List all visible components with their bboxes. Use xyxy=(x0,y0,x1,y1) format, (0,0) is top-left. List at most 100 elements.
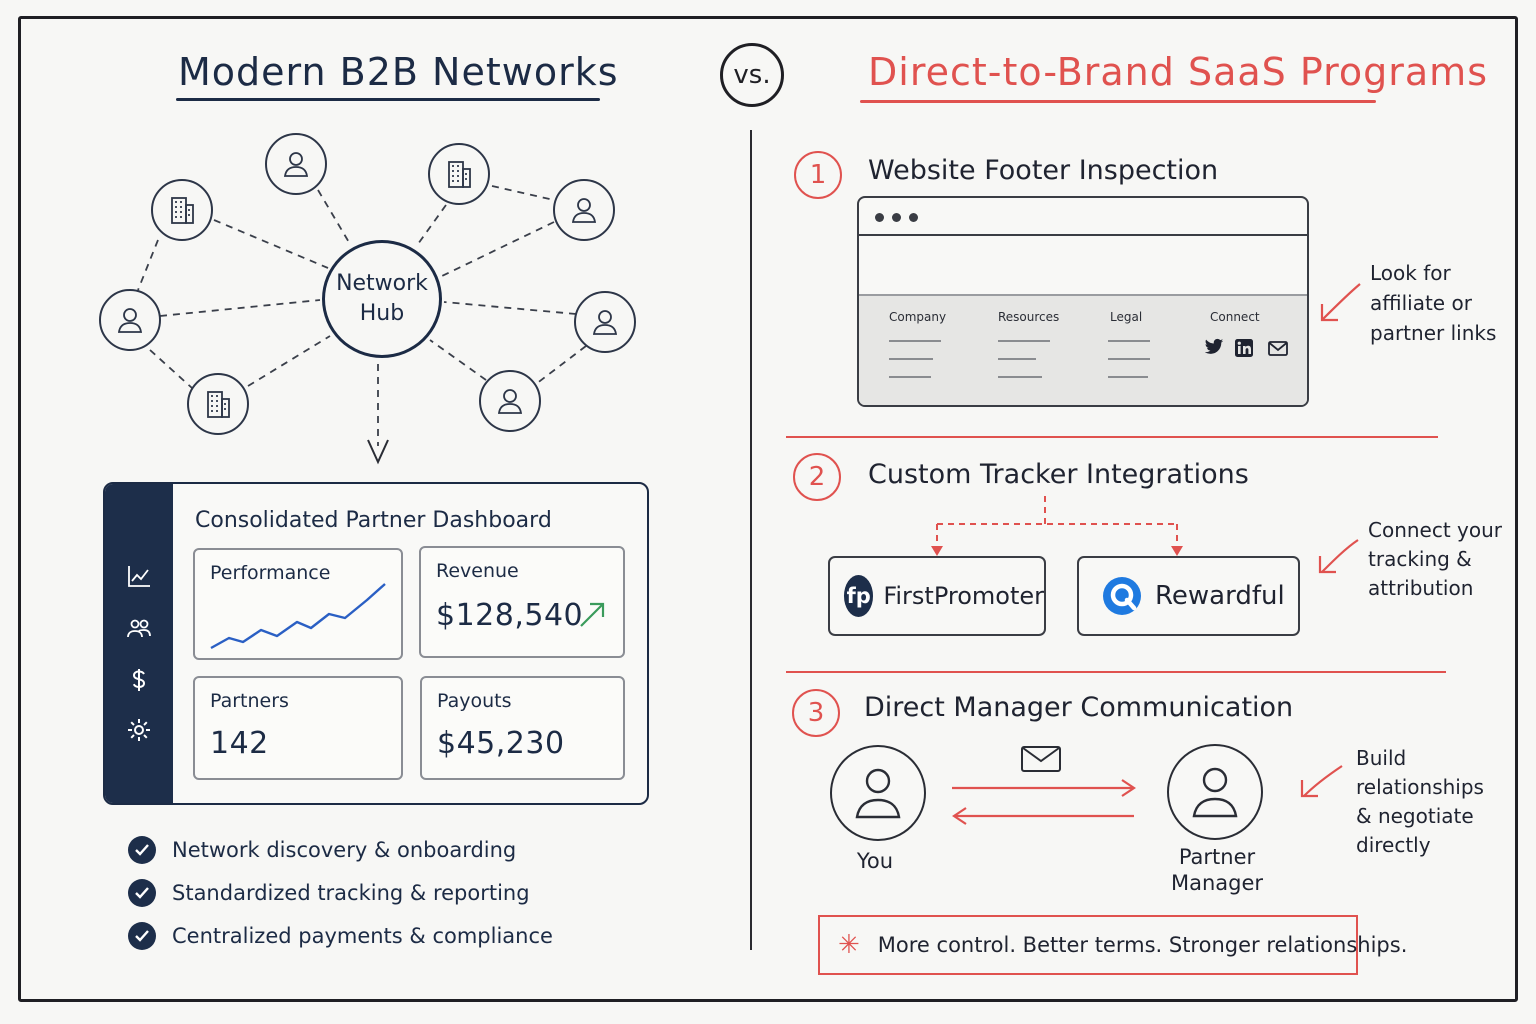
performance-label: Performance xyxy=(210,562,331,584)
checklist-text: Standardized tracking & reporting xyxy=(172,881,530,905)
firstpromoter-card[interactable]: fp FirstPromoter xyxy=(828,556,1046,636)
communication-arrows xyxy=(952,779,1136,825)
footer-col-resources[interactable]: Resources xyxy=(998,310,1060,324)
callout-text: More control. Better terms. Stronger rel… xyxy=(877,933,1408,957)
person-icon xyxy=(497,389,523,414)
partner-manager-label: Partner Manager xyxy=(1150,844,1284,897)
browser-toolbar-line xyxy=(859,234,1307,236)
section-divider xyxy=(786,436,1438,438)
footer-link-line xyxy=(998,358,1036,360)
revenue-card[interactable]: Revenue $128,540 xyxy=(419,546,625,658)
checklist-text: Network discovery & onboarding xyxy=(172,838,517,862)
rewardful-card[interactable]: Rewardful xyxy=(1077,556,1300,636)
building-icon xyxy=(448,161,471,188)
step-2-number: 2 xyxy=(793,453,841,501)
connector-line xyxy=(149,349,193,389)
window-dot xyxy=(909,213,918,222)
note-line: relationships xyxy=(1356,775,1484,799)
network-node-building xyxy=(428,143,490,205)
footer-col-legal[interactable]: Legal xyxy=(1110,310,1143,324)
footer-col-company[interactable]: Company xyxy=(889,310,947,324)
revenue-label: Revenue xyxy=(436,560,519,582)
connector-line xyxy=(417,204,447,245)
browser-mockup: Company Resources Legal Connect xyxy=(857,196,1309,407)
note-line: directly xyxy=(1356,833,1431,857)
building-icon xyxy=(171,197,194,224)
person-icon xyxy=(1192,767,1238,818)
network-node-person xyxy=(265,133,327,195)
dashboard-title: Consolidated Partner Dashboard xyxy=(195,508,552,533)
payouts-card[interactable]: Payouts $45,230 xyxy=(420,676,625,780)
dollar-icon[interactable] xyxy=(125,666,153,694)
note-line: attribution xyxy=(1368,576,1474,600)
connector-line xyxy=(213,219,329,269)
chart-icon[interactable] xyxy=(125,562,153,590)
partners-card[interactable]: Partners 142 xyxy=(193,676,403,780)
step-3-title: Direct Manager Communication xyxy=(864,692,1294,723)
connector-line xyxy=(535,345,587,385)
network-node-person xyxy=(479,370,541,432)
twitter-icon[interactable] xyxy=(1204,338,1224,356)
partners-value: 142 xyxy=(210,726,269,761)
checklist-item: Standardized tracking & reporting xyxy=(128,879,530,907)
dashboard-sidebar xyxy=(105,484,173,803)
footer-col-connect[interactable]: Connect xyxy=(1210,310,1260,324)
network-node-person xyxy=(553,179,615,241)
rewardful-label: Rewardful xyxy=(1155,581,1285,611)
website-footer: Company Resources Legal Connect xyxy=(859,294,1307,405)
check-icon xyxy=(128,836,156,864)
performance-card[interactable]: Performance xyxy=(193,548,403,660)
revenue-value: $128,540 xyxy=(436,598,584,633)
envelope-icon xyxy=(1021,746,1061,772)
note-line: Look for xyxy=(1370,261,1451,285)
person-icon xyxy=(592,310,618,335)
footer-link-line xyxy=(1108,376,1148,378)
note-line: Build xyxy=(1356,746,1407,770)
linkedin-icon[interactable] xyxy=(1235,339,1253,357)
checklist-item: Network discovery & onboarding xyxy=(128,836,516,864)
center-divider xyxy=(750,130,752,950)
check-icon xyxy=(128,879,156,907)
note-line: partner links xyxy=(1370,321,1497,345)
footer-link-line xyxy=(1108,358,1150,360)
check-icon xyxy=(128,922,156,950)
section-divider xyxy=(786,671,1446,673)
building-icon xyxy=(207,391,230,418)
footer-link-line xyxy=(889,376,931,378)
users-icon[interactable] xyxy=(125,614,153,642)
step-1-note: Look for affiliate or partner links xyxy=(1370,258,1496,348)
network-node-building xyxy=(151,179,213,241)
step-1-title: Website Footer Inspection xyxy=(868,155,1219,186)
left-title: Modern B2B Networks xyxy=(178,50,619,94)
window-dot xyxy=(875,213,884,222)
manager-label-line: Partner xyxy=(1178,845,1256,869)
payouts-value: $45,230 xyxy=(437,726,565,761)
step-1-number: 1 xyxy=(794,151,842,199)
hub-down-arrowhead xyxy=(367,439,389,465)
network-node-person xyxy=(99,289,161,351)
gear-icon[interactable] xyxy=(125,716,153,744)
note-arrow-2 xyxy=(1318,539,1359,574)
step-3-note: Build relationships & negotiate directly xyxy=(1356,744,1484,860)
partner-dashboard: Consolidated Partner Dashboard Performan… xyxy=(103,482,649,805)
manager-label-line: Manager xyxy=(1170,871,1264,896)
firstpromoter-logo: fp xyxy=(844,575,874,617)
connector-line xyxy=(159,299,321,317)
outer-frame xyxy=(18,16,1518,1002)
connector-line xyxy=(317,189,351,245)
checklist-text: Centralized payments & compliance xyxy=(172,924,553,948)
step-2-title: Custom Tracker Integrations xyxy=(868,459,1249,490)
vs-badge: vs. xyxy=(720,43,784,107)
footer-link-line xyxy=(889,340,941,342)
connector-line xyxy=(443,301,577,315)
mail-icon[interactable] xyxy=(1268,341,1288,356)
left-title-underline xyxy=(176,98,600,101)
note-line: Connect your xyxy=(1368,518,1503,542)
tracker-branch-connector xyxy=(931,496,1183,556)
person-icon xyxy=(571,198,597,223)
sparkline-line xyxy=(210,583,386,650)
rewardful-logo xyxy=(1103,577,1141,615)
footer-link-line xyxy=(1108,340,1150,342)
connector-line xyxy=(137,239,159,291)
hub-label-line2: Hub xyxy=(359,301,405,326)
